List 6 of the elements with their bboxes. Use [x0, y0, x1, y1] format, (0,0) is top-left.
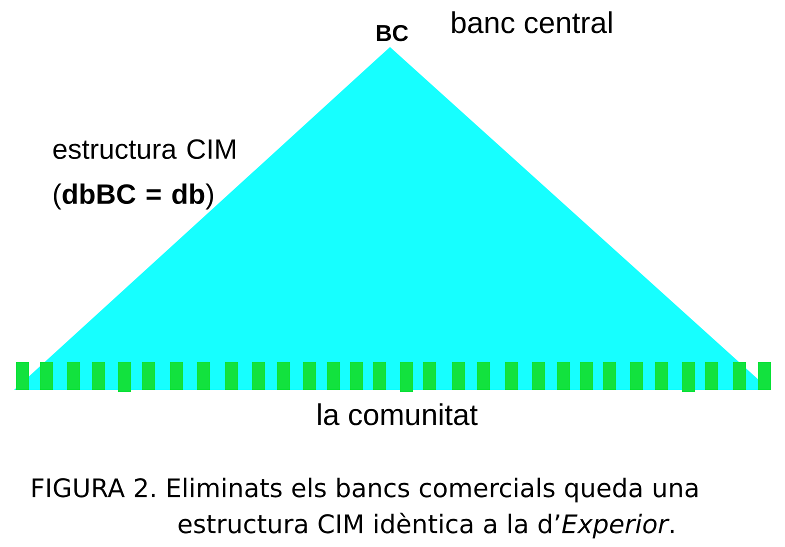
- side-label: estructura CIM (dbBC = db): [53, 139, 236, 210]
- dashed-band: [14, 362, 771, 392]
- band-label: la comunitat: [318, 403, 478, 426]
- caption: FIGURA 2. Eliminats els bancs comercials queda una estructura CIM idèntica a la d’Experior.: [32, 478, 698, 538]
- note-text: banc central: [452, 11, 612, 34]
- vertex-label: BC: [376, 24, 408, 42]
